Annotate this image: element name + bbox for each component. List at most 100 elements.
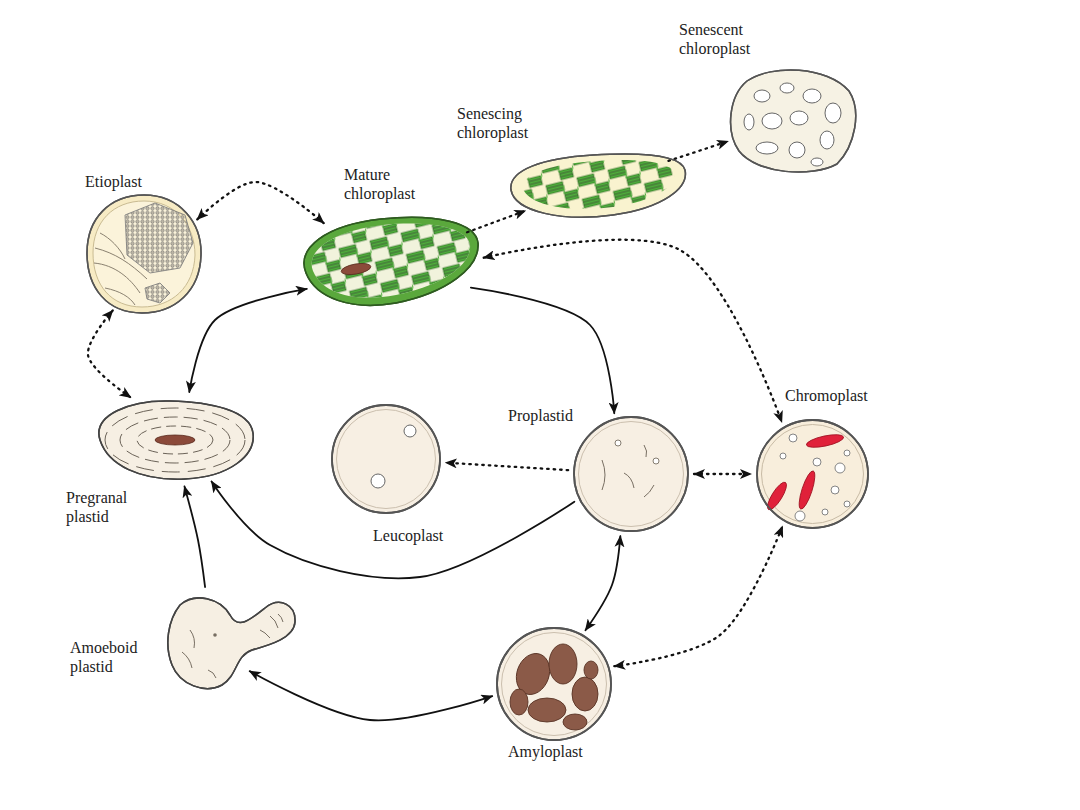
amyloplast-art-detail-detail: [572, 677, 598, 711]
pregranal-plastid-art-detail-detail: [120, 417, 230, 463]
chromoplast-art-detail-detail: [780, 453, 786, 459]
etioplast-art-detail-detail: [100, 233, 125, 259]
pregranal-plastid-art-detail-detail: [105, 408, 245, 472]
plastid-node: Chromoplast: [755, 418, 870, 530]
amoeboid-plastid-art-detail-detail: [190, 630, 195, 648]
plastid-label: Amyloplast: [508, 742, 583, 761]
proplastid-art-detail-detail: [615, 440, 621, 446]
conversion-arrow: [184, 486, 205, 587]
plastid-outline-shape: [304, 217, 478, 305]
conversion-arrow: [484, 240, 782, 422]
senescent-chloroplast-art-detail-detail: [820, 131, 834, 149]
proplastid-art-detail-detail: [602, 460, 605, 490]
plastid-label: Etioplast: [85, 172, 142, 191]
plastid-label: Pregranal plastid: [66, 488, 156, 526]
plastid-label: Amoeboid plastid: [70, 638, 158, 676]
mature-chloroplast-art-detail: [312, 224, 470, 298]
plastid-outline: [160, 590, 298, 690]
plastid-node: Mature chloroplast: [296, 213, 480, 310]
senescent-chloroplast-art-detail-detail: [803, 89, 821, 103]
conversion-arrow: [668, 141, 727, 161]
chromoplast-art-detail: [780, 434, 850, 521]
amyloplast-art: [497, 628, 611, 740]
proplastid-art-detail-detail: [653, 458, 659, 464]
leucoplast-art-detail-detail: [371, 474, 385, 488]
conversion-arrow: [88, 310, 131, 397]
amyloplast-art-detail-detail: [528, 698, 566, 722]
pregranal-plastid-art-detail: [155, 435, 195, 445]
mature-chloroplast-art-detail: [312, 224, 470, 298]
amoeboid-plastid-art: [168, 598, 295, 689]
senescent-chloroplast-art-detail-detail: [790, 111, 808, 125]
amyloplast-art-detail-detail: [510, 689, 528, 715]
senescent-chloroplast-art-detail-detail: [756, 142, 778, 154]
conversion-arrow: [614, 526, 782, 666]
proplastid-art-detail: [602, 445, 654, 497]
chromoplast-art-detail: [762, 425, 864, 524]
pregranal-plastid-art-detail: [99, 401, 253, 479]
plastid-node: Amoeboid plastid: [160, 590, 298, 690]
pregranal-plastid-art-detail-detail: [137, 426, 213, 454]
plastid-label: Senescent chloroplast: [679, 20, 771, 58]
chromoplast-art-detail-detail: [795, 511, 805, 521]
conversion-arrow: [212, 481, 575, 578]
chromoplast-art: [757, 420, 868, 528]
chromoplast-art-detail-detail: [813, 458, 821, 466]
plastid-node: Pregranal plastid: [90, 395, 255, 483]
mature-chloroplast-art-detail: [304, 217, 478, 305]
conversion-arrow: [585, 536, 620, 630]
amyloplast-art-detail-detail: [584, 661, 598, 679]
chromoplast-art-detail-detail: [844, 501, 850, 507]
proplastid-art-detail-detail: [644, 485, 654, 497]
leucoplast-art-detail: [332, 405, 440, 513]
chromoplast-art-detail-detail: [805, 432, 844, 450]
plastid-node: Leucoplast: [330, 403, 442, 515]
senescent-chloroplast-art-detail-detail: [754, 90, 770, 102]
chromoplast-art-detail: [757, 420, 868, 528]
amoeboid-plastid-art-detail-detail: [278, 614, 283, 622]
plastid-label: Proplastid: [508, 406, 573, 425]
conversion-arrow: [446, 463, 568, 470]
proplastid-art-detail-detail: [644, 445, 647, 457]
amoeboid-plastid-art-detail-detail: [182, 652, 192, 668]
amyloplast-art-detail: [502, 633, 607, 736]
conversion-arrow: [694, 473, 751, 475]
plastid-outline: [296, 213, 480, 310]
plastid-outline: [755, 418, 870, 530]
leucoplast-art: [332, 405, 440, 513]
pregranal-plastid-art: [99, 401, 253, 479]
amyloplast-art-detail-detail: [563, 714, 587, 730]
amyloplast-art-detail: [510, 644, 598, 730]
plastid-outline-shape: [99, 401, 253, 479]
amoeboid-plastid-art-detail-detail: [260, 630, 270, 638]
chromoplast-art-detail-detail: [844, 450, 850, 456]
plastid-outline: [90, 395, 255, 483]
senescent-chloroplast-art-detail: [731, 70, 856, 172]
mature-chloroplast-art-detail: [340, 261, 371, 276]
chromoplast-art-detail-detail: [789, 434, 797, 442]
etioplast-art-detail: [125, 203, 193, 273]
senescent-chloroplast-art-detail-detail: [825, 103, 841, 123]
plastid-outline-shape: [511, 154, 686, 217]
amoeboid-plastid-art-detail-detail: [270, 616, 278, 628]
conversion-arrow: [471, 288, 614, 414]
senescent-chloroplast-art-detail-detail: [762, 113, 782, 129]
conversion-arrow: [197, 182, 323, 223]
proplastid-art-detail: [579, 422, 684, 527]
chromoplast-art-detail-detail: [822, 509, 828, 515]
senescent-chloroplast-art-detail-detail: [789, 142, 805, 158]
plastid-outline-shape: [497, 628, 611, 740]
plastid-outline-shape: [731, 70, 856, 172]
etioplast-art-detail: [145, 283, 170, 303]
conversion-arrow: [250, 671, 492, 720]
etioplast-art-detail: [94, 233, 147, 305]
chromoplast-art-detail-detail: [831, 486, 839, 494]
plastid-outline-shape: [757, 420, 868, 528]
leucoplast-art-detail-detail: [404, 425, 416, 437]
proplastid-art-detail: [615, 440, 659, 464]
plastid-outline: [330, 403, 442, 515]
plastid-label: Leucoplast: [373, 526, 443, 545]
